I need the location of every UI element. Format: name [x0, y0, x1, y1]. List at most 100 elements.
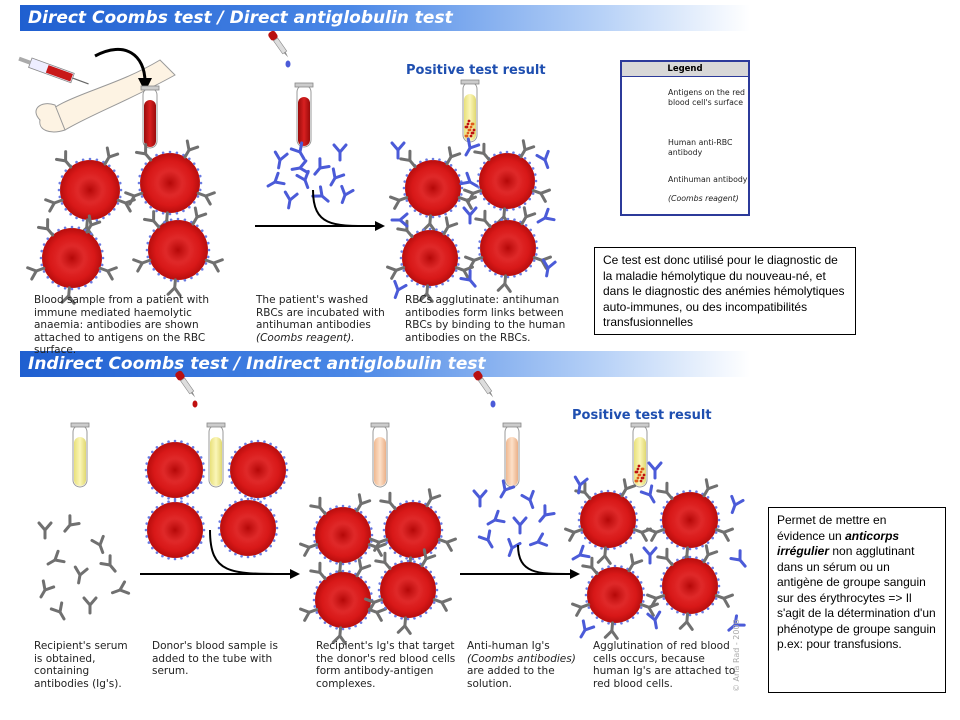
coombs-antibody-icon — [512, 516, 528, 535]
red-blood-cell — [476, 150, 538, 212]
section1-banner: Direct Coombs test / Direct antiglobulin… — [20, 5, 750, 31]
antihuman-antibody-icon — [332, 143, 348, 162]
recipient-antibody-icon — [46, 549, 66, 566]
red-blood-cell — [57, 157, 123, 223]
red-blood-cell — [399, 227, 461, 289]
recipient-antibody-icon — [99, 554, 117, 573]
section1-caption-2-text: The patient's washed RBCs are incubated … — [256, 294, 385, 331]
human-antibody-icon — [355, 493, 372, 513]
coombs-reagent-label: (Coombs reagent). — [256, 331, 355, 344]
coombs-antibody-icon — [499, 479, 516, 499]
washed-rbc-tube-icon — [294, 82, 314, 148]
note-box-direct: Ce test est donc utilisé pour le diagnos… — [594, 247, 856, 335]
human-antibody-icon — [620, 478, 637, 498]
human-antibody-icon — [299, 542, 319, 557]
antihuman-antibody-icon — [283, 190, 299, 210]
antihuman-antibody-icon — [290, 159, 310, 175]
human-antibody-icon — [627, 553, 644, 573]
human-antibody-icon — [520, 206, 537, 226]
human-antibody-icon — [656, 481, 674, 501]
antihuman-antibody-icon — [390, 141, 406, 160]
blood-tube-icon — [140, 85, 160, 149]
copyright-text: © Aria Rad - 2006 — [732, 619, 741, 692]
dropper-icon — [175, 370, 198, 408]
human-antibody-icon — [379, 491, 397, 511]
human-antibody-icon — [183, 139, 200, 159]
recipient-antibody-icon — [37, 521, 53, 540]
red-blood-cell — [377, 559, 439, 621]
red-blood-cell — [659, 489, 721, 551]
recipient-antibody-icon — [110, 580, 131, 595]
human-antibody-icon — [531, 188, 551, 203]
human-antibody-icon — [98, 266, 118, 281]
section2-caption-4-text: Anti-human Ig's — [467, 640, 550, 652]
human-antibody-icon — [355, 558, 372, 578]
human-antibody-icon — [364, 597, 384, 612]
antihuman-antibody-icon — [311, 185, 330, 203]
incubated-tube-icon — [370, 422, 390, 488]
antihuman-antibody-icon — [730, 494, 745, 515]
human-antibody-icon — [374, 551, 392, 571]
human-antibody-icon — [463, 188, 483, 203]
red-blood-cell — [137, 150, 203, 216]
antihuman-tube-icon — [502, 422, 522, 488]
red-blood-cell — [312, 569, 374, 631]
human-antibody-icon — [714, 593, 734, 608]
antihuman-antibody-icon — [266, 171, 286, 188]
human-antibody-icon — [60, 286, 76, 305]
human-antibody-icon — [442, 216, 459, 236]
coombs-antibody-icon — [528, 532, 549, 547]
legend-box: Legend Antigens on the red blood cell's … — [620, 60, 750, 216]
human-antibody-icon — [299, 607, 319, 622]
recipient-antibody-icon — [73, 565, 89, 585]
legend-item-human-antibody: Human anti-RBC antibody — [668, 138, 733, 157]
human-antibody-icon — [309, 561, 327, 581]
human-antibody-icon — [26, 266, 46, 281]
section2-positive-label: Positive test result — [572, 408, 712, 423]
section2-banner: Indirect Coombs test / Indirect antiglob… — [20, 351, 750, 377]
antihuman-antibody-icon — [289, 141, 306, 161]
legend-item-antigens: Antigens on the red blood cell's surface — [668, 88, 745, 107]
antihuman-antibody-icon — [639, 484, 656, 504]
coombs-antibody-icon — [486, 509, 506, 526]
human-antibody-icon — [425, 488, 442, 508]
merge-curve — [517, 544, 571, 575]
antihuman-antibody-icon — [459, 269, 477, 288]
coombs-antibodies-label: (Coombs antibodies) — [467, 652, 576, 665]
recipient-antibody-icon — [39, 579, 56, 599]
antihuman-antibody-icon — [646, 610, 662, 630]
human-antibody-icon — [44, 198, 64, 213]
antihuman-antibody-icon — [541, 258, 557, 278]
human-antibody-icon — [204, 258, 224, 273]
red-blood-cell — [312, 504, 374, 566]
human-antibody-icon — [386, 265, 406, 280]
recipient-antibody-icon — [82, 596, 98, 615]
human-antibody-icon — [646, 593, 666, 608]
antihuman-antibody-icon — [642, 546, 658, 565]
human-antibody-icon — [309, 496, 327, 516]
antihuman-antibody-icon — [313, 157, 331, 176]
note2-part1: Permet de mettre en évidence un — [777, 513, 887, 543]
red-blood-cell — [39, 225, 105, 291]
human-antibody-icon — [191, 206, 208, 226]
human-antibody-icon — [399, 149, 417, 169]
human-antibody-icon — [603, 621, 619, 640]
transfer-arrowhead — [138, 78, 152, 92]
human-antibody-icon — [124, 191, 144, 206]
legend-title: Legend — [622, 62, 748, 77]
human-antibody-icon — [702, 544, 719, 564]
transfer-arrow — [94, 47, 147, 83]
positive-indirect-tube-icon — [630, 422, 650, 488]
human-antibody-icon — [432, 597, 452, 612]
red-blood-cell — [227, 439, 289, 501]
section2-caption-4: Anti-human Ig's (Coombs antibodies) are … — [467, 640, 587, 690]
antihuman-antibody-icon — [729, 549, 747, 568]
serum-tube-icon — [70, 422, 90, 488]
recipient-antibody-icon — [63, 514, 81, 533]
antihuman-antibody-icon — [536, 207, 556, 224]
antihuman-antibody-icon — [390, 212, 409, 228]
section2-caption-4-rest: are added to the solution. — [467, 665, 555, 690]
human-antibody-icon — [331, 626, 347, 645]
human-antibody-icon — [437, 537, 457, 552]
